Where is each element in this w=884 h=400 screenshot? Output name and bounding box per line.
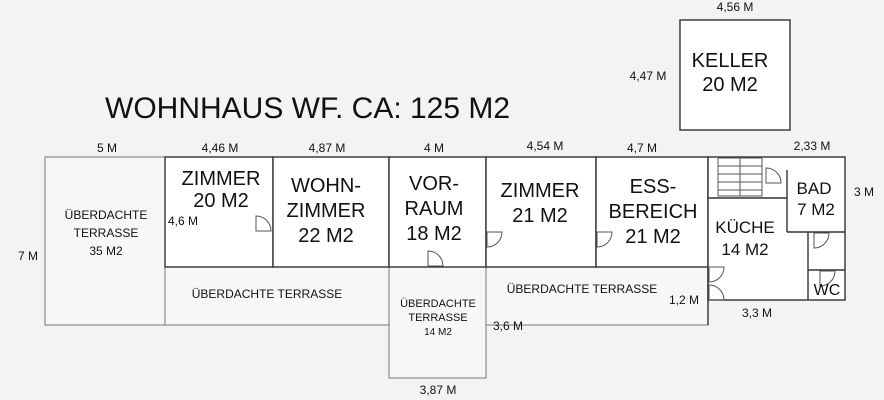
- wohnzimmer-room: [272, 156, 390, 268]
- wc-name: WC: [814, 282, 841, 299]
- staircase-icon: [717, 157, 763, 197]
- door-icon: [427, 250, 444, 267]
- essbereich-area: 21 M2: [625, 226, 681, 248]
- terrasse-left-name: ÜBERDACHTE: [65, 208, 148, 222]
- wohnzimmer-name2: ZIMMER: [287, 200, 366, 222]
- bad-name: BAD: [797, 179, 832, 198]
- dim-house-depth: 7 M: [18, 249, 38, 263]
- dim-wohnzimmer-width: 4,87 M: [309, 141, 346, 155]
- terrasse-left-area: 35 M2: [89, 244, 123, 258]
- door-icon: [819, 270, 836, 287]
- terrasse-bottom-right-name: ÜBERDACHTE TERRASSE: [507, 282, 657, 296]
- dim-wc-width: 3,3 M: [742, 306, 772, 320]
- door-icon: [765, 167, 782, 184]
- service-block: [707, 156, 846, 301]
- bad-area: 7 M2: [797, 200, 835, 219]
- dim-essbereich-width: 4,7 M: [627, 141, 657, 155]
- vorraum-name2: RAUM: [405, 198, 464, 220]
- dim-zimmer2-width: 4,54 M: [527, 139, 564, 153]
- zimmer1-name: ZIMMER: [182, 168, 261, 190]
- dim-terrace-strip-depth: 1,2 M: [669, 293, 699, 307]
- dim-entry-depth: 3,6 M: [493, 319, 523, 333]
- vorraum-area: 18 M2: [406, 223, 462, 245]
- keller-depth-label: 4,47 M: [630, 69, 667, 83]
- zimmer2-room: [485, 156, 597, 268]
- essbereich-room: [595, 156, 709, 268]
- terrasse-left-name2: TERRASSE: [74, 226, 139, 240]
- zimmer2-name: ZIMMER: [501, 180, 580, 202]
- dim-bad-depth: 3 M: [854, 185, 874, 199]
- door-icon: [708, 284, 725, 301]
- terrasse-bottom-left-name: ÜBERDACHTE TERRASSE: [192, 287, 342, 301]
- terrasse-entry-name: ÜBERDACHTE: [400, 298, 476, 310]
- zimmer1-area: 20 M2: [193, 190, 249, 212]
- dim-entry-width: 3,87 M: [420, 383, 457, 397]
- terrasse-entry-name2: TERRASSE: [408, 312, 467, 324]
- zimmer2-area: 21 M2: [512, 205, 568, 227]
- door-icon: [596, 231, 613, 248]
- kueche-name: KÜCHE: [715, 218, 775, 237]
- zimmer1-depth: 4,6 M: [168, 214, 198, 228]
- door-icon: [708, 266, 725, 283]
- wohnzimmer-area: 22 M2: [298, 225, 354, 247]
- keller-area: 20 M2: [702, 74, 758, 96]
- zimmer1-room: [164, 156, 274, 268]
- page-title: WOHNHAUS WF. CA: 125 M2: [105, 92, 510, 125]
- vorraum-name: VOR-: [409, 173, 459, 195]
- essbereich-name: ESS-: [630, 176, 677, 198]
- wohnzimmer-name: WOHN-: [291, 175, 361, 197]
- terrasse-entry-area: 14 M2: [424, 327, 452, 338]
- dim-zimmer1-width: 4,46 M: [202, 141, 239, 155]
- keller-width-label: 4,56 M: [717, 0, 754, 14]
- terrasse-left-area: [44, 156, 166, 326]
- door-icon: [813, 232, 830, 249]
- door-icon: [486, 231, 503, 248]
- door-icon: [255, 215, 272, 232]
- dim-terrasse-width: 5 M: [97, 141, 117, 155]
- dim-vorraum-width: 4 M: [424, 141, 444, 155]
- kueche-area: 14 M2: [721, 240, 768, 259]
- keller-name: KELLER: [692, 50, 769, 72]
- keller-room: [679, 19, 791, 131]
- dim-bad-width: 2,33 M: [794, 139, 831, 153]
- essbereich-name2: BEREICH: [609, 201, 698, 223]
- vorraum-room: [388, 156, 487, 268]
